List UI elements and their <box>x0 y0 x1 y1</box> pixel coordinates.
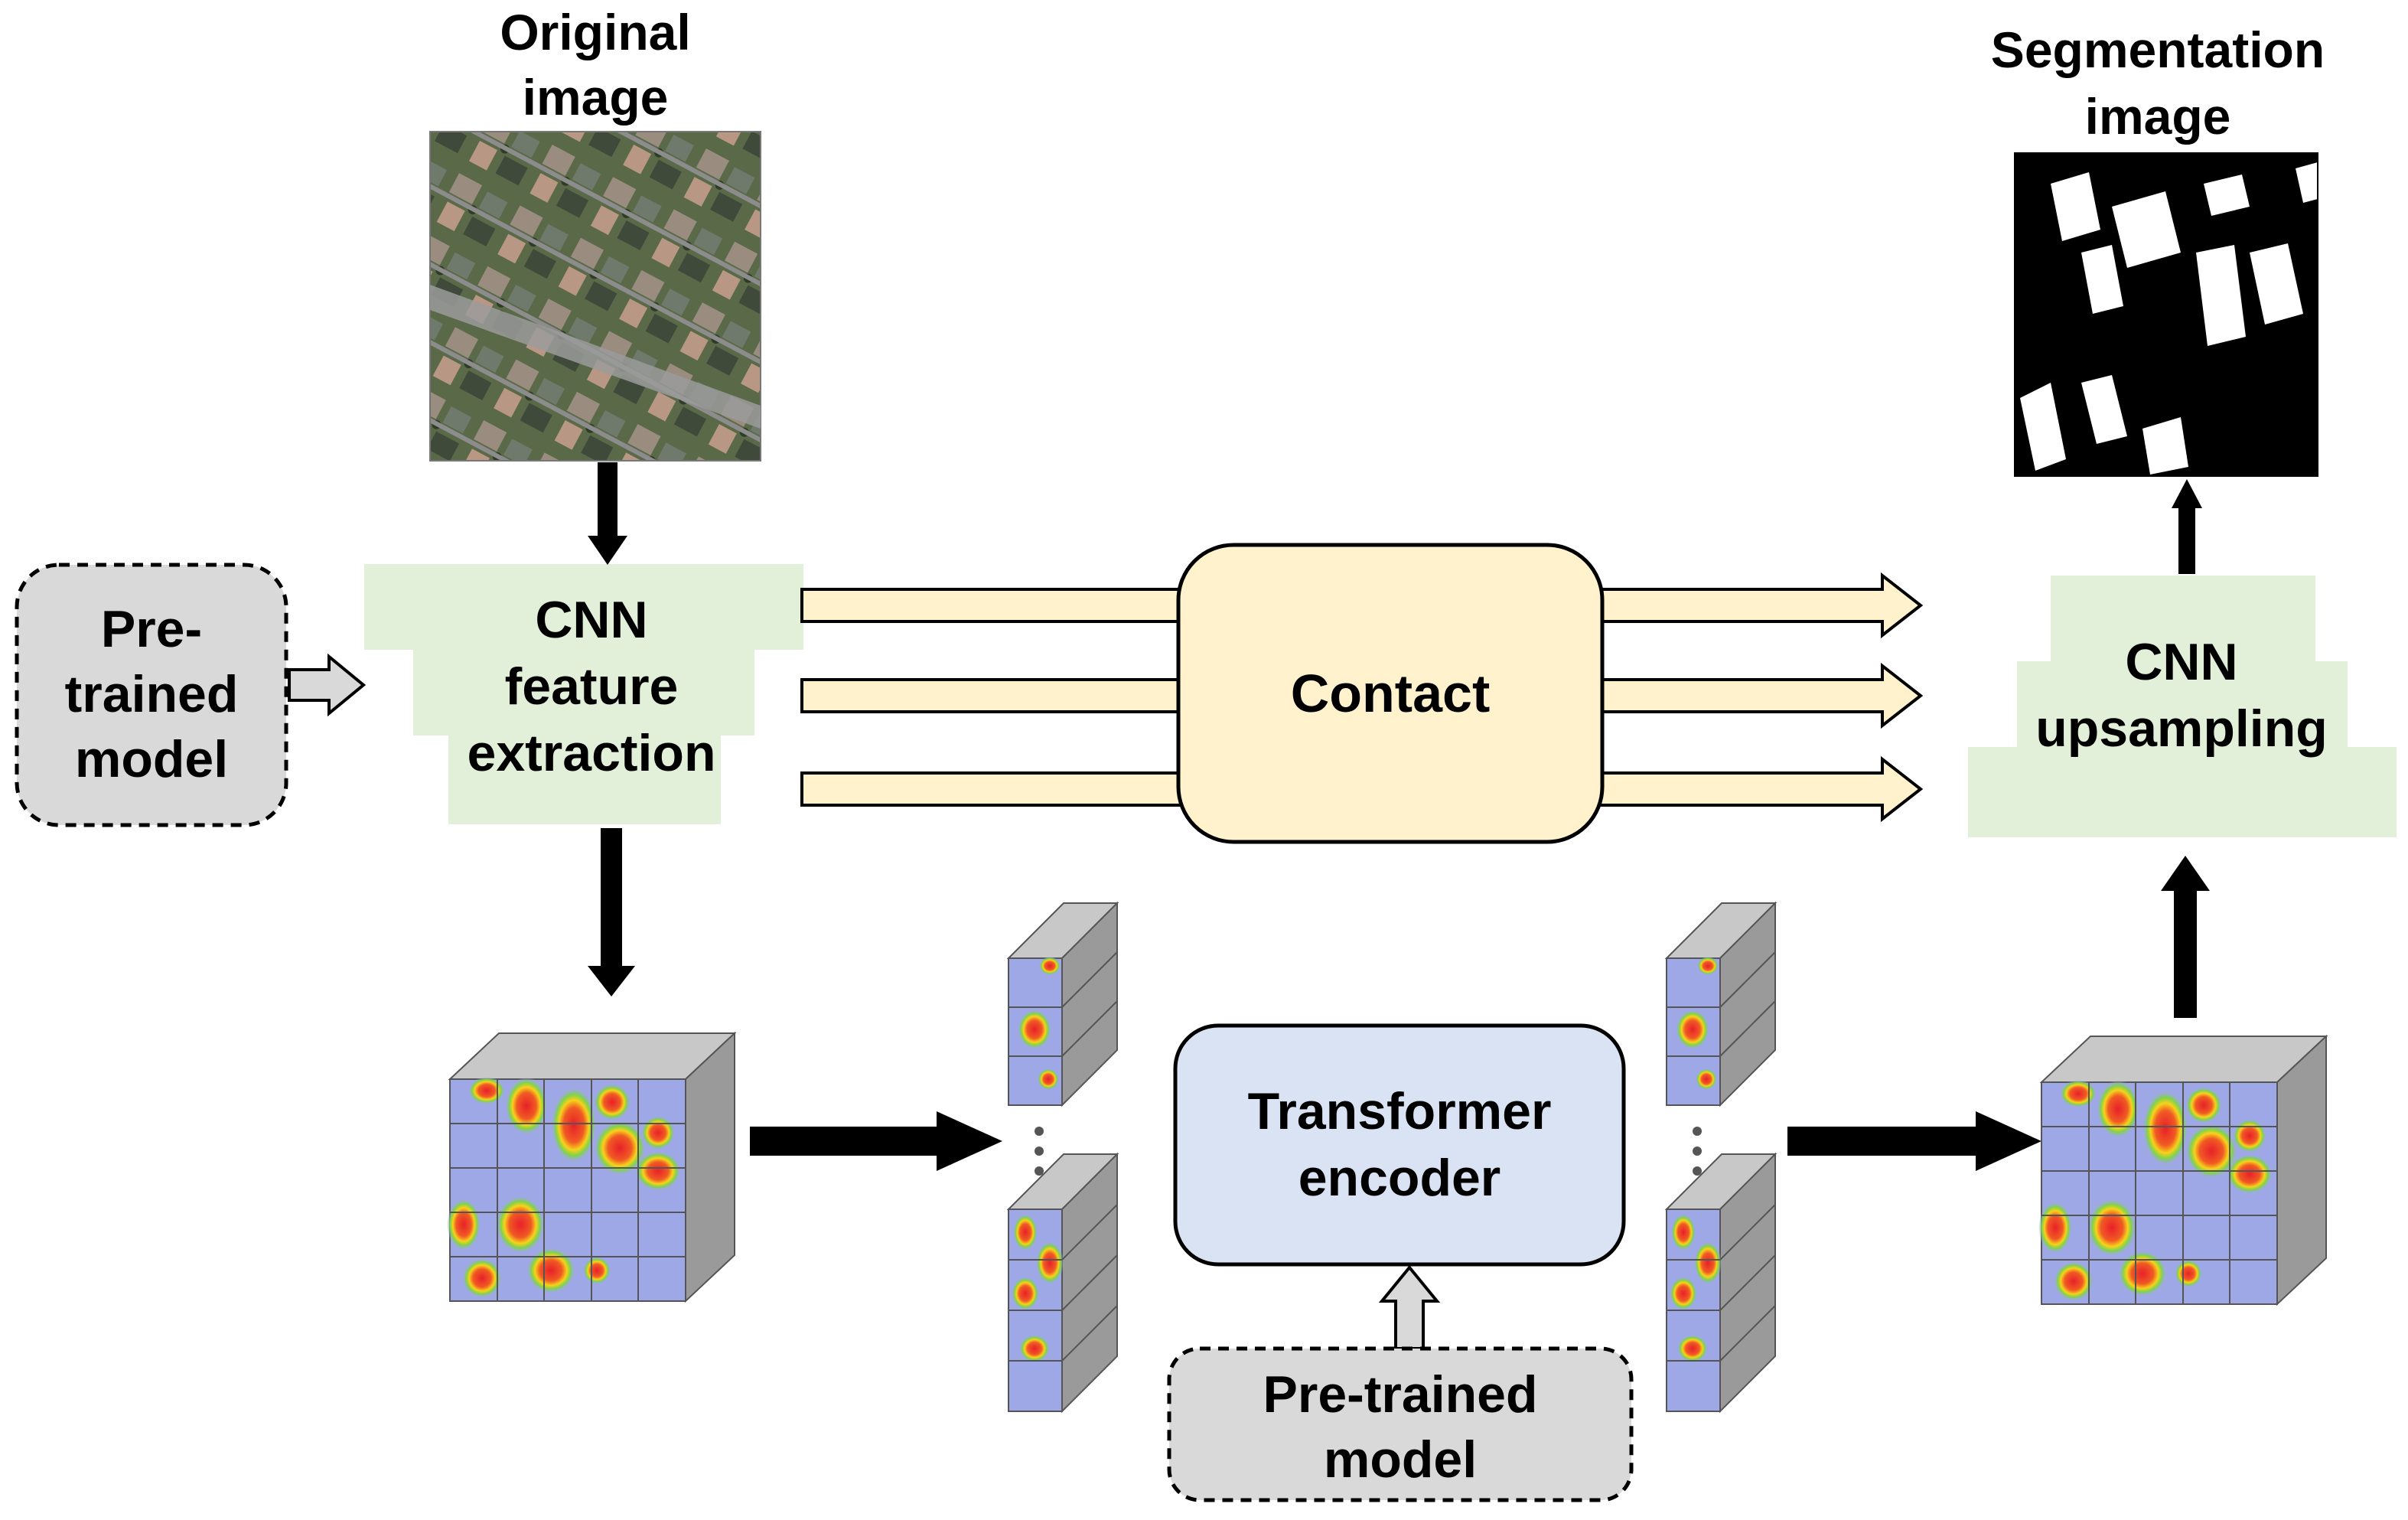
patch-stack-left-lower <box>1006 1152 1119 1414</box>
feature-map-cube-left <box>447 1031 737 1303</box>
cnn-extract-line-2: feature <box>505 657 679 716</box>
skip-connection-arrows-right <box>1596 572 1924 823</box>
arrow-pretrained-to-transformer <box>1378 1264 1441 1350</box>
patch-stack-left-upper <box>1006 901 1119 1107</box>
pretrained-model-left-box <box>15 563 288 827</box>
segmentation-image-title-1: Segmentation <box>1991 21 2325 78</box>
patch-stack-right-lower <box>1664 1152 1777 1414</box>
arrow-pretrained-to-cnn <box>288 653 367 717</box>
arrow-feature-map-to-patches <box>750 1111 1002 1171</box>
transformer-line-2: encoder <box>1298 1149 1501 1207</box>
segmentation-mask-image <box>2014 152 2318 477</box>
segmentation-image-title-2: image <box>2085 88 2231 145</box>
arrow-upsample-to-segmentation <box>2172 479 2202 574</box>
transformer-line-1: Transformer <box>1248 1082 1552 1140</box>
cnn-upsampling-block <box>1968 576 2397 837</box>
original-image-title-1: Original <box>500 4 690 60</box>
patch-dots-right <box>1693 1127 1702 1176</box>
feature-map-cube-right <box>2038 1034 2328 1306</box>
patch-dots-left <box>1035 1127 1044 1176</box>
pretrained-left-line-3: model <box>75 730 228 788</box>
arrow-patches-to-feature-map <box>1787 1111 2041 1171</box>
pretrained-model-bottom-box <box>1167 1346 1634 1502</box>
transformer-encoder-box <box>1173 1023 1626 1267</box>
pretrained-bottom-line-2: model <box>1324 1430 1477 1489</box>
pretrained-left-line-2: trained <box>65 665 239 723</box>
original-image-title-2: image <box>523 69 669 126</box>
arrow-cnn-to-feature-map <box>588 828 635 996</box>
cnn-feature-extraction-block <box>364 564 803 824</box>
arrow-image-to-cnn <box>588 462 627 565</box>
cnn-extract-line-3: extraction <box>468 724 716 782</box>
pretrained-bottom-line-1: Pre-trained <box>1263 1365 1538 1424</box>
cnn-upsample-line-1: CNN <box>2125 633 2237 691</box>
contact-label: Contact <box>1291 664 1491 723</box>
original-aerial-image <box>429 131 761 462</box>
contact-box <box>1176 543 1605 844</box>
skip-connection-arrows-left <box>800 588 1184 807</box>
pretrained-left-line-1: Pre- <box>101 600 202 658</box>
arrow-feature-map-to-upsample <box>2161 856 2210 1018</box>
cnn-upsample-line-2: upsampling <box>2035 700 2328 758</box>
patch-stack-right-upper <box>1664 901 1777 1107</box>
cnn-extract-line-1: CNN <box>535 591 647 649</box>
